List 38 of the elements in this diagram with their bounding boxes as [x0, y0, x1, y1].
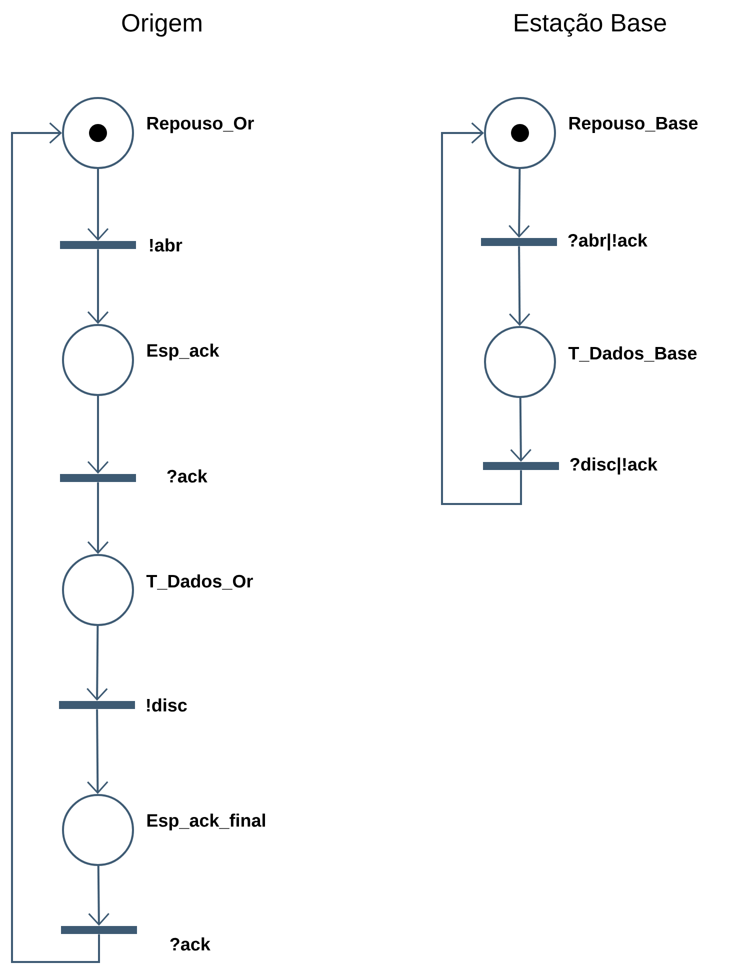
- transition-label: ?disc|!ack: [570, 457, 658, 475]
- place-label: Esp_ack: [147, 344, 220, 360]
- arrow: [88, 866, 110, 926]
- transition-bar: [61, 926, 137, 934]
- transition-label: ?ack: [170, 937, 210, 951]
- arrow: [87, 249, 109, 324]
- transition-bar: [481, 238, 557, 246]
- transition-label: ?ack: [167, 469, 208, 483]
- arrow: [509, 246, 530, 326]
- transition-label: !abr: [150, 238, 182, 252]
- arrow: [11, 122, 100, 963]
- place-circle: [62, 554, 134, 626]
- place-circle: [62, 324, 134, 396]
- place-label: Repouso_Base: [569, 116, 698, 134]
- arrow: [508, 168, 530, 238]
- place-circle: [484, 326, 556, 398]
- transition-bar: [60, 474, 136, 482]
- arrow: [86, 626, 108, 701]
- column-title: Origem: [122, 13, 202, 37]
- arrow: [441, 122, 522, 505]
- arrow: [87, 709, 108, 794]
- place-label: Repouso_Or: [147, 116, 254, 134]
- arrow: [87, 482, 109, 554]
- transition-label: !disc: [147, 698, 187, 712]
- transition-bar: [60, 241, 136, 249]
- arrow: [87, 169, 109, 241]
- transition-bar: [483, 462, 559, 470]
- transition-label: ?abr|!ack: [568, 233, 648, 251]
- column-title: Estação Base: [514, 13, 666, 37]
- place-circle: [62, 97, 134, 169]
- transition-bar: [59, 701, 135, 709]
- arrow: [510, 398, 532, 462]
- arrow: [87, 396, 109, 474]
- place-circle: [484, 97, 556, 169]
- place-label: T_Dados_Base: [568, 346, 697, 362]
- place-label: Esp_ack_final: [147, 814, 265, 830]
- place-circle: [62, 794, 134, 866]
- place-label: T_Dados_Or: [146, 574, 253, 590]
